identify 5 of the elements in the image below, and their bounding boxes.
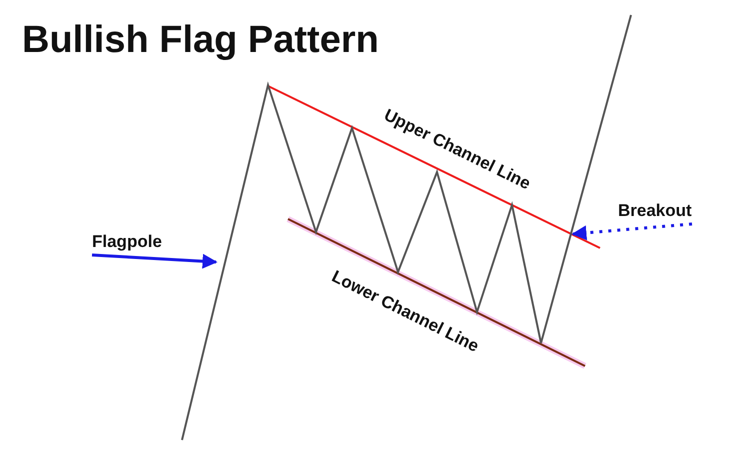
arrow [572,222,692,240]
arrow [92,254,218,269]
callout-label: Flagpole [92,233,162,252]
title: Bullish Flag Pattern [22,20,379,62]
callout-label: Breakout [618,202,692,221]
